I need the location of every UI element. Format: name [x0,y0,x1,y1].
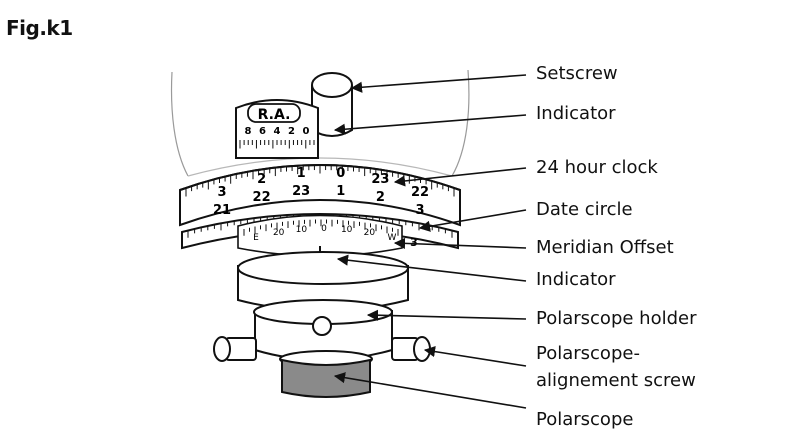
arrow-indicator-bottom [336,254,527,282]
alignment-screw-right [391,336,431,362]
arrow-indicator-top [333,114,527,135]
callout-setscrew: Setscrew [536,63,618,84]
clock-number-bottom: 23 [292,184,310,199]
callout-date-circle: Date circle [536,199,633,220]
clock-ticks [185,165,455,197]
polarscope-holder [253,299,393,361]
ra-label: R.A. [258,107,291,123]
arrow-polarscope [333,372,527,409]
figure-title: Fig.k1 [6,16,73,40]
clock-number-top: 2 [257,172,266,187]
polarscope [279,350,373,398]
indicator-scale-number: 6 [259,126,266,137]
meridian-number: E [253,233,259,243]
callout-indicator-top: Indicator [536,103,616,124]
callout-24-hour-clock: 24 hour clock [536,157,658,178]
arrow-setscrew [350,74,527,93]
clock-number-top: 23 [371,172,389,187]
callout-polarscope-alignment-line2: alignement screw [536,370,696,391]
clock-number-bottom: 21 [213,203,231,218]
clock-number-top: 0 [336,166,345,181]
callout-polarscope: Polarscope [536,409,634,430]
arrow-date-circle [418,209,527,232]
arrow-alignment-screw [423,346,527,367]
indicator-scale-number: 0 [303,126,310,137]
arrow-polarscope-holder [366,309,527,321]
indicator-scale-number: 2 [288,126,295,137]
clock-number-top: 1 [297,166,306,181]
callout-arrows [333,74,527,409]
clock-number-bottom: 1 [336,184,345,199]
arrow-24-hour-clock [393,167,527,187]
setscrew-knob [311,72,353,137]
callout-meridian-offset: Meridian Offset [536,237,674,258]
indicator-plate-scale [239,140,315,149]
meridian-number: 10 [296,225,308,235]
meridian-number: 10 [341,225,353,235]
mount-housing-outline [170,69,470,177]
clock-number-top: 3 [217,185,226,200]
meridian-ticks [243,219,399,236]
clock-number-bottom: 3 [415,203,424,218]
meridian-number: 20 [273,228,285,238]
meridian-number: W [388,233,397,243]
indicator-scale-number: 8 [245,126,252,137]
callout-polarscope-alignment-line1: Polarscope- [536,343,640,364]
callout-polarscope-holder: Polarscope holder [536,308,697,329]
clock-number-top: 22 [411,185,429,200]
meridian-number: 0 [321,224,327,234]
indicator-scale-number: 4 [274,126,281,137]
callout-indicator-bottom: Indicator [536,269,616,290]
clock-number-bottom: 22 [253,190,271,205]
clock-number-bottom: 2 [376,190,385,205]
arrow-meridian-offset [393,237,527,249]
alignment-screw-left [213,336,257,362]
meridian-number: 20 [364,228,376,238]
date-number: 3 [410,236,418,249]
